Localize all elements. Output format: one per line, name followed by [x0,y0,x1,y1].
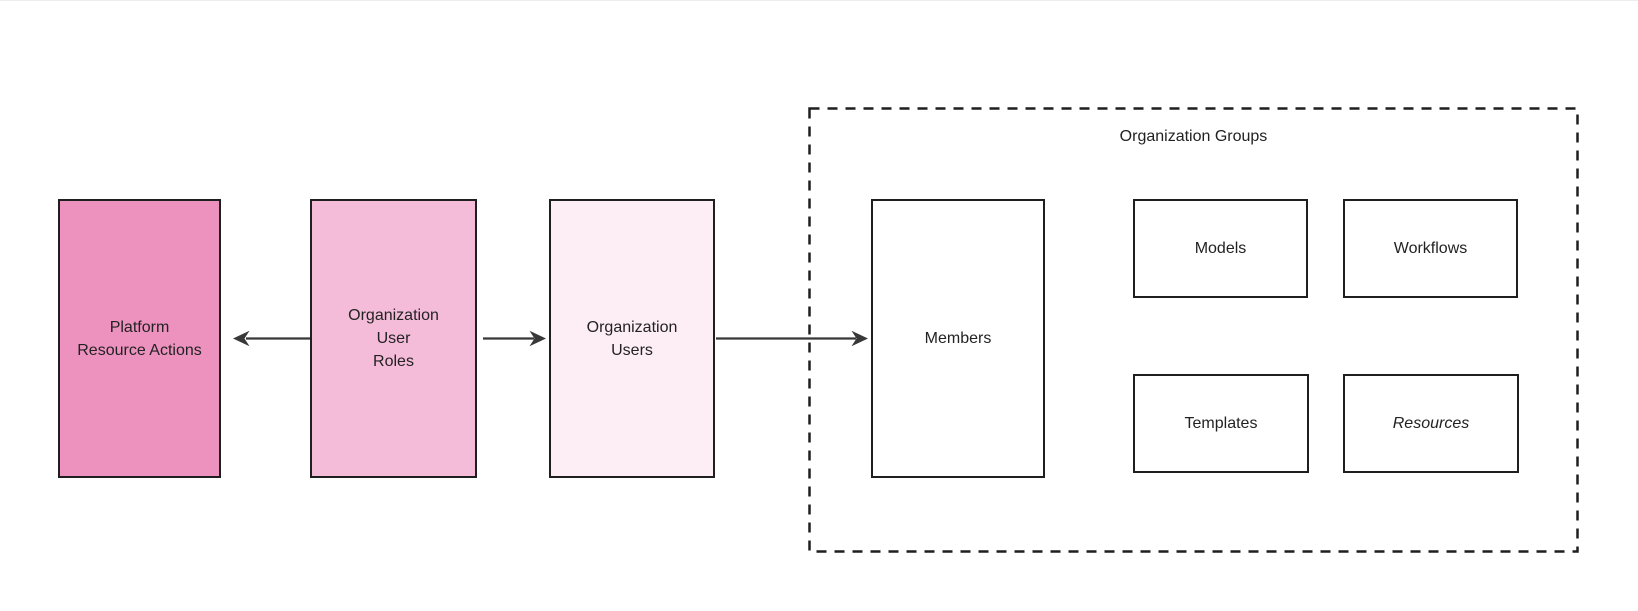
node-label: Users [611,341,653,359]
node-platform-resource-actions: Platform Resource Actions [58,199,221,478]
arrowhead-left-icon [233,330,250,347]
node-organization-users: Organization Users [549,199,715,478]
node-templates: Templates [1133,374,1309,473]
node-label: Resource Actions [77,341,202,359]
arrowhead-right-icon [851,330,868,347]
node-label: Resources [1392,415,1470,432]
node-models: Models [1133,199,1308,298]
node-label: Workflows [1393,240,1468,257]
arrow-users-to-members [716,330,868,347]
node-label: Platform [109,318,170,336]
arrowhead-right-icon [529,330,546,347]
node-organization-user-roles: Organization User Roles [310,199,477,478]
node-label: Organization [348,307,439,324]
node-label: Organization [586,318,678,336]
node-label: Members [924,330,992,347]
organization-groups-title: Organization Groups [1119,128,1268,145]
arrow-roles-to-platform-resource-actions [233,330,310,347]
arrow-roles-to-organization-users [483,330,546,347]
node-resources: Resources [1343,374,1519,473]
node-label: User [376,330,411,347]
node-workflows: Workflows [1343,199,1518,298]
node-label: Models [1194,240,1247,257]
node-members: Members [871,199,1045,478]
node-label: Templates [1184,415,1258,432]
node-label: Roles [373,353,414,370]
organization-groups-container [808,107,1579,553]
